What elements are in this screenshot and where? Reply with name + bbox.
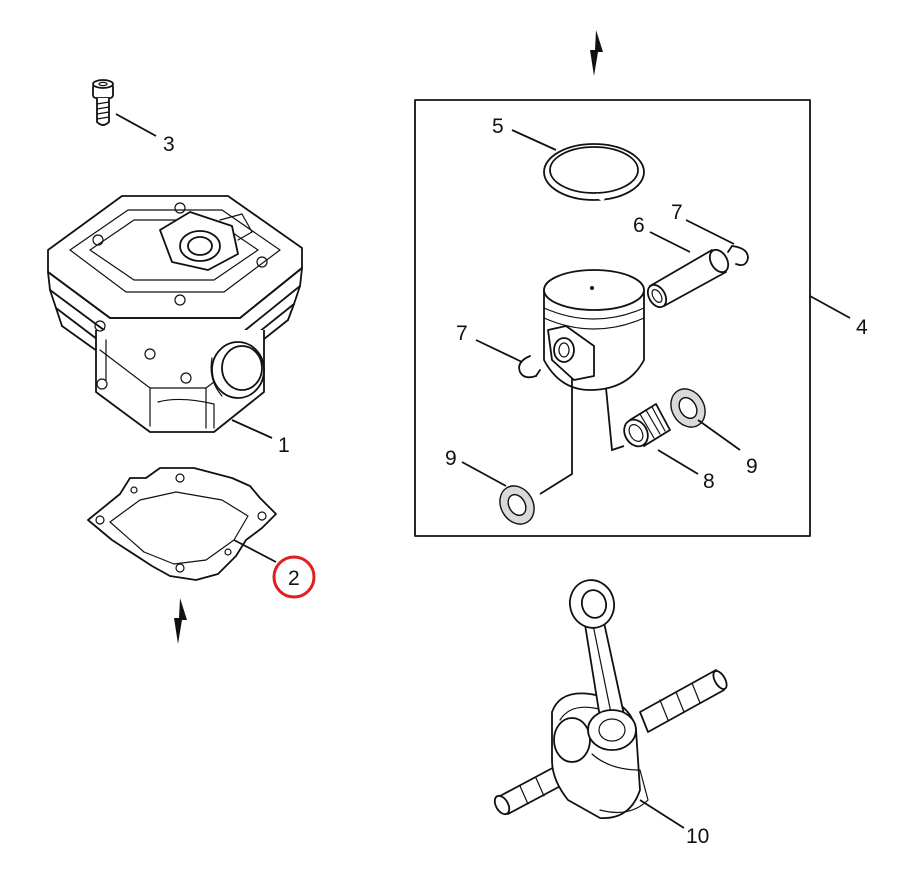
callout-7a: 7	[671, 201, 683, 224]
screw-part[interactable]	[92, 79, 114, 126]
cylinder-part[interactable]	[47, 195, 303, 433]
leader-7a	[685, 219, 735, 245]
callout-9b: 9	[746, 455, 758, 478]
washer-left-part[interactable]	[493, 480, 541, 531]
gasket-part[interactable]	[87, 467, 277, 581]
callout-4: 4	[856, 316, 868, 339]
callout-7b: 7	[456, 322, 468, 345]
callout-6: 6	[633, 214, 645, 237]
piston-kit-frame	[414, 99, 811, 537]
direction-arrow-top-icon	[590, 30, 603, 76]
leader-3	[115, 113, 157, 137]
callout-10: 10	[686, 825, 709, 848]
needle-bearing-part[interactable]	[619, 403, 671, 451]
assembly-line-right	[605, 387, 625, 452]
callout-3: 3	[163, 133, 175, 156]
circlip-right-part[interactable]	[727, 245, 749, 267]
leader-7b	[475, 339, 523, 363]
piston-part[interactable]	[543, 269, 645, 391]
piston-pin-part[interactable]	[644, 247, 732, 311]
callout-5: 5	[492, 115, 504, 138]
assembly-line-left	[539, 378, 573, 495]
leader-5	[511, 129, 557, 151]
leader-6	[649, 231, 691, 253]
callout-9a: 9	[445, 447, 457, 470]
leader-8	[657, 449, 699, 475]
circlip-left-part[interactable]	[518, 355, 541, 379]
direction-arrow-left-icon	[174, 598, 187, 644]
piston-ring-part[interactable]	[543, 143, 645, 202]
leader-9b	[697, 419, 741, 451]
leader-1	[231, 419, 273, 439]
leader-9a	[461, 461, 507, 487]
washer-right-part[interactable]	[664, 383, 712, 434]
highlight-circle	[272, 555, 316, 599]
leader-10	[639, 799, 685, 829]
callout-2[interactable]: 2	[288, 567, 300, 590]
leader-2	[233, 539, 277, 563]
crankshaft-part[interactable]	[492, 575, 730, 819]
callout-1: 1	[278, 434, 290, 457]
leader-4	[809, 295, 851, 319]
callout-8: 8	[703, 470, 715, 493]
